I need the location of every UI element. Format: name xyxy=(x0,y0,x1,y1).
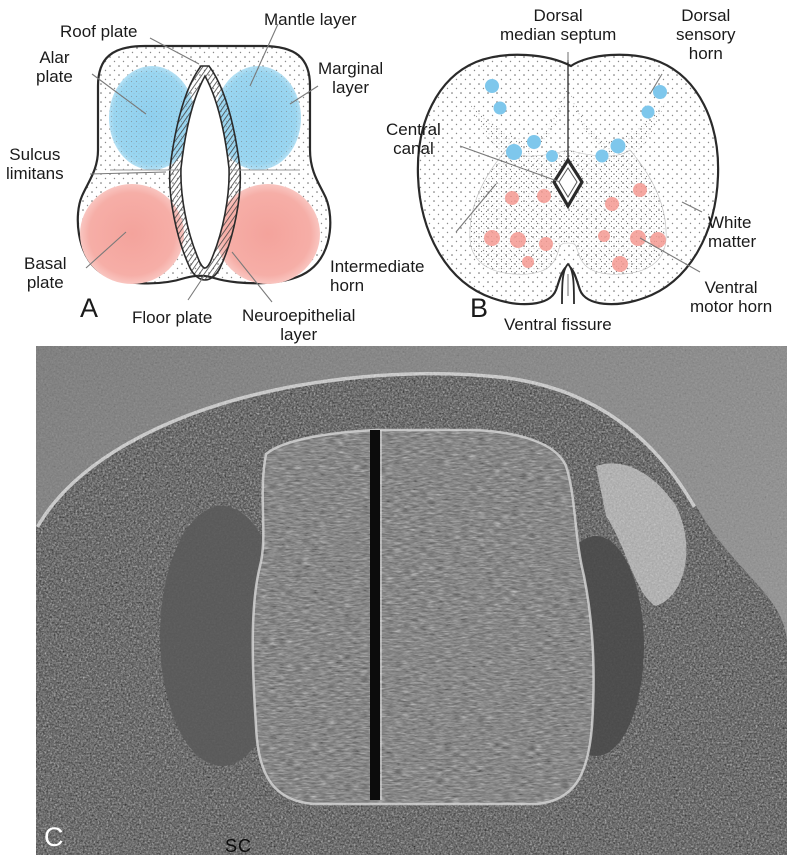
label-roof-plate: Roof plate xyxy=(60,22,138,41)
label-mantle-layer: Mantle layer xyxy=(264,10,357,29)
basal-plate-left xyxy=(80,184,184,284)
panel-letter-a: A xyxy=(80,294,98,322)
label-sc: SC xyxy=(225,836,252,855)
label-basal-plate: Basal plate xyxy=(24,254,67,292)
label-ventral-fissure: Ventral fissure xyxy=(504,315,612,334)
label-ventral-motor-horn: Ventral motor horn xyxy=(690,278,772,316)
neural-tube-diagram xyxy=(78,46,331,284)
label-marginal-layer: Marginal layer xyxy=(318,59,383,97)
panel-letter-c: C xyxy=(44,822,64,853)
label-neuroepithelial-layer: Neuroepithelial layer xyxy=(242,306,355,344)
label-sulcus-limitans: Sulcus limitans xyxy=(6,145,64,183)
label-floor-plate: Floor plate xyxy=(132,308,212,327)
label-intermediate-horn: Intermediate horn xyxy=(330,257,425,295)
spinal-cord-diagram xyxy=(418,55,718,304)
sem-micrograph: SC C xyxy=(36,346,787,855)
label-alar-plate: Alar plate xyxy=(36,48,73,86)
label-white-matter: White matter xyxy=(708,213,756,251)
sem-micrograph-drawing xyxy=(36,346,787,855)
label-dorsal-median-septum: Dorsal median septum xyxy=(500,6,616,44)
label-central-canal: Central canal xyxy=(386,120,441,158)
label-dorsal-sensory-horn: Dorsal sensory horn xyxy=(676,6,736,63)
panel-letter-b: B xyxy=(470,294,488,322)
central-canal-slit xyxy=(370,430,380,800)
